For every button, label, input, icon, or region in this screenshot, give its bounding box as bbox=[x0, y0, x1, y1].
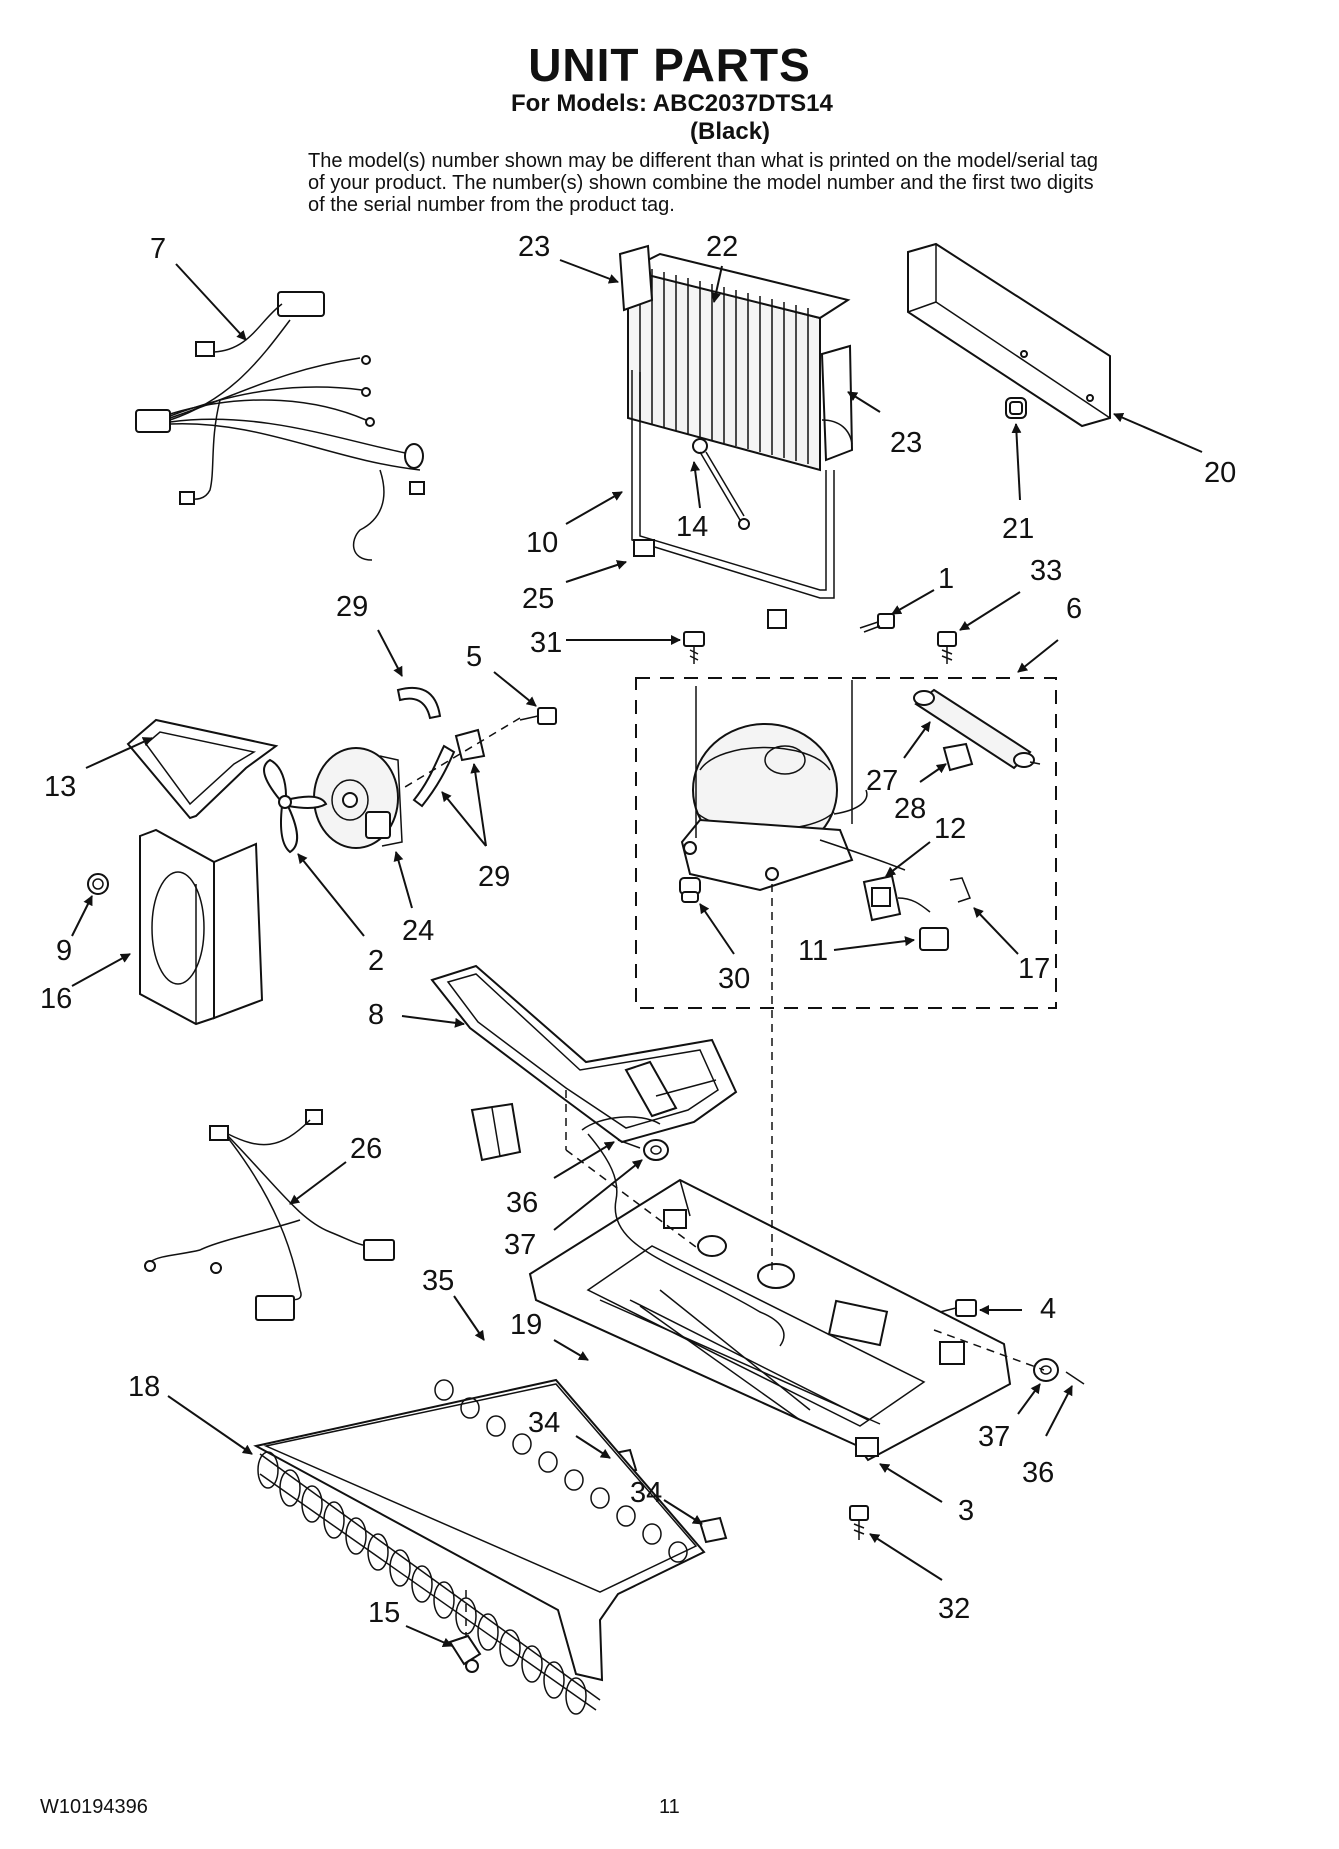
screw-31 bbox=[683, 631, 705, 664]
callout-18: 18 bbox=[128, 1371, 160, 1403]
leader-lines bbox=[71, 259, 1203, 1647]
callout-33: 33 bbox=[1030, 555, 1062, 587]
callout-10: 10 bbox=[526, 527, 558, 559]
spacer-35 bbox=[470, 1102, 522, 1162]
pin-36-right bbox=[1065, 1371, 1085, 1385]
page-title: UNIT PARTS bbox=[528, 39, 811, 91]
tubing-29 bbox=[396, 686, 486, 808]
grommet-9 bbox=[87, 873, 109, 895]
callout-22: 22 bbox=[706, 231, 738, 263]
drain-pan-8 bbox=[430, 964, 738, 1144]
callout-35: 35 bbox=[422, 1265, 454, 1297]
fan-blade-2 bbox=[263, 758, 328, 854]
clip-17 bbox=[949, 877, 971, 903]
callout-24: 24 bbox=[402, 915, 434, 947]
grommet-30 bbox=[679, 877, 701, 903]
tube-19 bbox=[581, 1116, 785, 1347]
document-number: W10194396 bbox=[40, 1796, 148, 1818]
clamp-28 bbox=[942, 742, 974, 772]
callout-labels: 7 23 22 23 20 21 10 14 25 1 33 6 29 31 5… bbox=[40, 231, 1236, 1629]
callout-8: 8 bbox=[368, 999, 384, 1031]
callout-37: 37 bbox=[978, 1421, 1010, 1453]
callout-3: 3 bbox=[958, 1495, 974, 1527]
color-line: (Black) bbox=[690, 118, 771, 145]
callout-7: 7 bbox=[150, 233, 166, 265]
callout-37: 37 bbox=[504, 1229, 536, 1261]
model-note: The model(s) number shown may be differe… bbox=[308, 150, 1099, 216]
seal-13 bbox=[126, 718, 279, 820]
callout-23: 23 bbox=[890, 427, 922, 459]
callout-30: 30 bbox=[718, 963, 750, 995]
grommet-37-right bbox=[1033, 1358, 1059, 1382]
drain-heater-10 bbox=[631, 370, 835, 629]
compressor-kit-box-6 bbox=[635, 677, 1057, 1009]
clip-15 bbox=[448, 1634, 482, 1673]
screw-33 bbox=[937, 631, 957, 664]
callout-17: 17 bbox=[1018, 953, 1050, 985]
callout-11: 11 bbox=[798, 935, 828, 967]
callout-34: 34 bbox=[528, 1407, 560, 1439]
clip-34b bbox=[698, 1516, 728, 1544]
callout-26: 26 bbox=[350, 1133, 382, 1165]
compressor bbox=[680, 680, 906, 892]
callout-20: 20 bbox=[1204, 457, 1236, 489]
callout-2: 2 bbox=[368, 945, 384, 977]
callout-4: 4 bbox=[1040, 1293, 1056, 1325]
callout-19: 19 bbox=[510, 1309, 542, 1341]
evaporator-22 bbox=[618, 244, 854, 472]
base-plate-3 bbox=[528, 1178, 1012, 1462]
pin-36-top bbox=[617, 1139, 641, 1149]
callout-25: 25 bbox=[522, 583, 554, 615]
fan-motor-24 bbox=[313, 747, 403, 849]
callout-29: 29 bbox=[478, 861, 510, 893]
condenser-18 bbox=[253, 1378, 706, 1715]
relay-cover-11 bbox=[919, 927, 949, 951]
wiring-harness-7 bbox=[135, 291, 425, 561]
screw-5 bbox=[519, 707, 557, 725]
fan-shroud-16 bbox=[139, 828, 264, 1026]
callout-12: 12 bbox=[934, 813, 966, 845]
callout-14: 14 bbox=[676, 511, 708, 543]
screw-32 bbox=[849, 1505, 869, 1540]
drier-27 bbox=[913, 688, 1041, 770]
callout-1: 1 bbox=[938, 563, 954, 595]
cover-20 bbox=[907, 242, 1111, 428]
harness-26 bbox=[144, 1109, 395, 1321]
callout-36: 36 bbox=[506, 1187, 538, 1219]
page-number: 11 bbox=[659, 1796, 680, 1818]
callout-21: 21 bbox=[1002, 513, 1034, 545]
grommet-37-top bbox=[643, 1139, 669, 1161]
callout-6: 6 bbox=[1066, 593, 1082, 625]
screw-4 bbox=[939, 1299, 977, 1317]
callout-29: 29 bbox=[336, 591, 368, 623]
callout-36: 36 bbox=[1022, 1457, 1054, 1489]
relay-12 bbox=[862, 874, 931, 922]
callout-34: 34 bbox=[630, 1477, 662, 1509]
callout-15: 15 bbox=[368, 1597, 400, 1629]
callout-13: 13 bbox=[44, 771, 76, 803]
callout-5: 5 bbox=[466, 641, 482, 673]
callout-28: 28 bbox=[894, 793, 926, 825]
callout-27: 27 bbox=[866, 765, 898, 797]
callout-31: 31 bbox=[530, 627, 562, 659]
callout-16: 16 bbox=[40, 983, 72, 1015]
callout-9: 9 bbox=[56, 935, 72, 967]
grommet-21 bbox=[1005, 397, 1027, 419]
screw-1 bbox=[859, 613, 895, 633]
defrost-sensor-14 bbox=[692, 438, 750, 530]
models-line: For Models: ABC2037DTS14 bbox=[511, 90, 833, 117]
callout-23: 23 bbox=[518, 231, 550, 263]
callout-32: 32 bbox=[938, 1593, 970, 1625]
